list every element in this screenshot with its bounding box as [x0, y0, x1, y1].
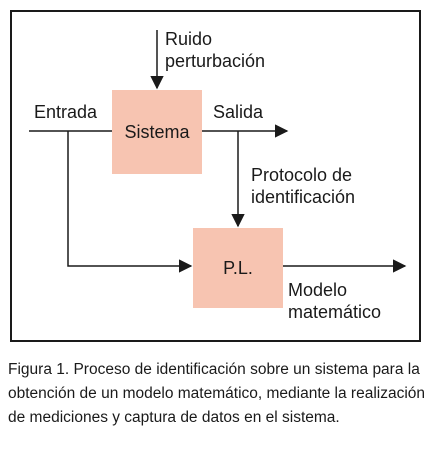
protocol-label: Protocolo de identificación — [251, 165, 356, 207]
identifier-block-label: P.L. — [223, 257, 253, 278]
noise-label: Ruido perturbación — [165, 29, 266, 71]
figure-caption: Figura 1. Proceso de identificación sobr… — [8, 361, 426, 426]
identifier-block: P.L. — [193, 228, 283, 308]
input-label: Entrada — [34, 102, 98, 122]
output-label: Salida — [213, 102, 264, 122]
input-branch-arrow — [67, 131, 193, 273]
system-block: Sistema — [112, 90, 202, 174]
model-label: Modelo matemático — [288, 280, 382, 322]
figure-frame — [10, 10, 421, 342]
system-block-label: Sistema — [124, 121, 190, 142]
